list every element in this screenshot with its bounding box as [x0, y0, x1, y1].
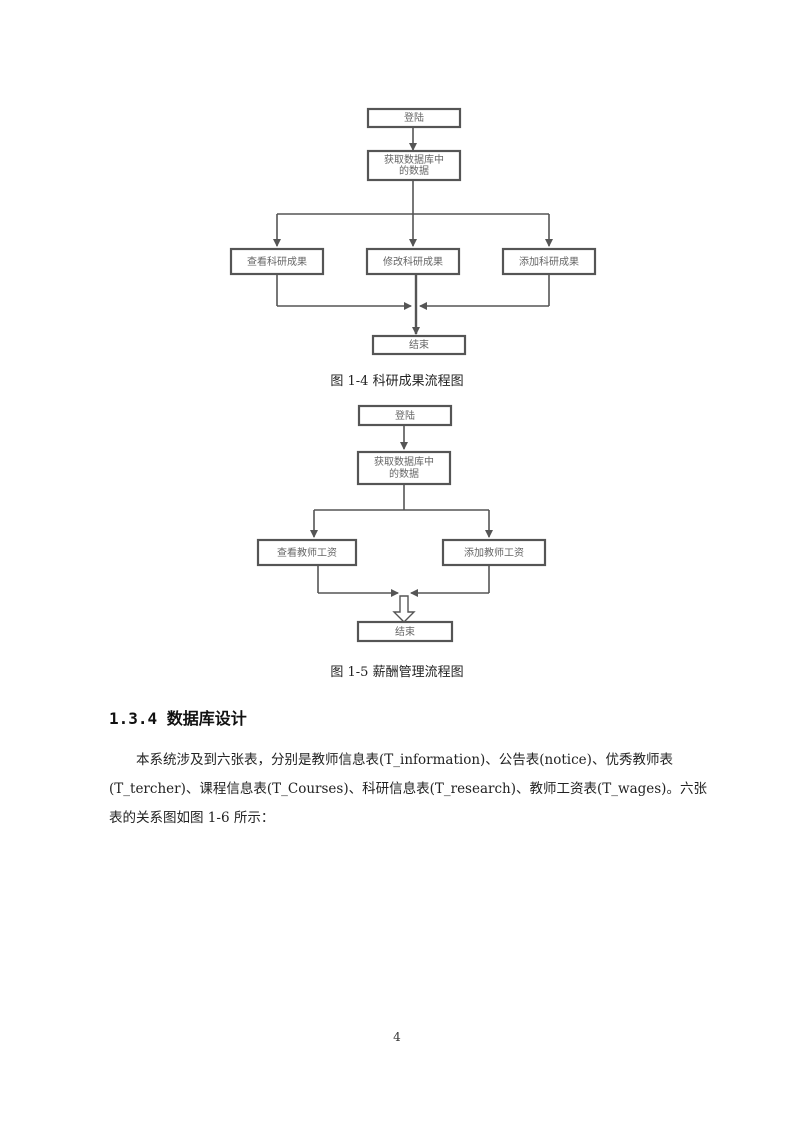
svg-text:结束: 结束	[409, 338, 429, 351]
node-login: 登陆	[366, 107, 462, 129]
svg-text:获取数据库中: 获取数据库中	[384, 153, 444, 166]
section-heading: 1.3.4 数据库设计	[109, 709, 247, 728]
node-fetch-data-2: 获取数据库中 的数据	[356, 450, 452, 486]
page-number: 4	[393, 1030, 401, 1044]
svg-text:结束: 结束	[395, 625, 415, 638]
hollow-arrow-to-end	[392, 595, 416, 623]
node-view-salary: 查看教师工资	[256, 538, 358, 567]
node-add-salary: 添加教师工资	[441, 538, 547, 567]
node-login-2: 登陆	[357, 404, 453, 427]
paragraph-line-3: 表的关系图如图 1-6 所示：	[109, 810, 275, 826]
svg-text:的数据: 的数据	[389, 467, 419, 480]
salary-management-flowchart: 登陆 获取数据库中 的数据 查看教师工资 添加教师工资 结束	[256, 404, 547, 643]
node-end-2: 结束	[356, 620, 454, 643]
node-add-results: 添加科研成果	[501, 247, 597, 276]
svg-text:获取数据库中: 获取数据库中	[374, 455, 434, 468]
paragraph-line-2: (T_tercher)、课程信息表(T_Courses)、科研信息表(T_res…	[109, 781, 707, 797]
svg-text:查看教师工资: 查看教师工资	[277, 546, 337, 559]
svg-text:登陆: 登陆	[404, 111, 424, 124]
section-paragraph: 本系统涉及到六张表，分别是教师信息表(T_information)、公告表(no…	[109, 746, 707, 833]
node-fetch-data: 获取数据库中 的数据	[366, 149, 462, 182]
svg-text:添加科研成果: 添加科研成果	[519, 255, 579, 268]
figure-1-5-caption: 图 1-5 薪酬管理流程图	[330, 665, 464, 680]
paragraph-line-1: 本系统涉及到六张表，分别是教师信息表(T_information)、公告表(no…	[136, 752, 673, 768]
svg-text:添加教师工资: 添加教师工资	[464, 546, 524, 559]
svg-text:的数据: 的数据	[399, 164, 429, 177]
svg-text:查看科研成果: 查看科研成果	[247, 255, 307, 268]
figure-1-4-caption: 图 1-4 科研成果流程图	[330, 374, 464, 389]
svg-text:修改科研成果: 修改科研成果	[383, 255, 443, 268]
node-end: 结束	[371, 334, 467, 356]
research-results-flowchart: 登陆 获取数据库中 的数据 查看科研成果 修改科研成果 添加科研成果 结束	[229, 107, 597, 356]
svg-text:登陆: 登陆	[395, 409, 415, 422]
node-view-results: 查看科研成果	[229, 247, 325, 276]
node-modify-results: 修改科研成果	[365, 247, 461, 276]
